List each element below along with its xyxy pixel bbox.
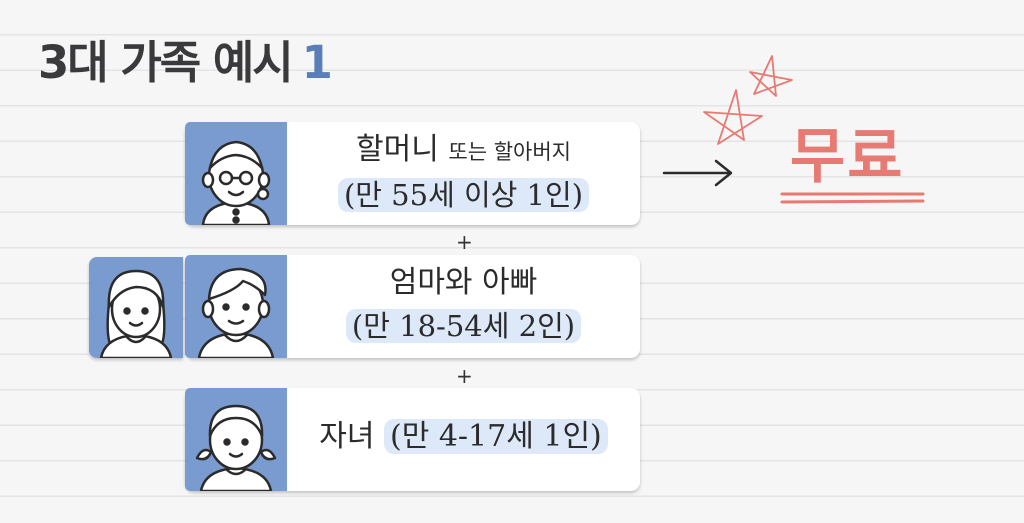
father-icon <box>197 267 275 358</box>
grandparent-alt-label: 또는 할아버지 <box>448 140 571 164</box>
plus-sign-2: + <box>456 364 473 388</box>
grandparent-label: 할머니 <box>356 132 439 167</box>
parents-label: 엄마와 아빠 <box>389 265 538 300</box>
star-doodle-icon <box>703 55 793 145</box>
card-parents-text: 엄마와 아빠 (만 18-54세 2인) <box>287 265 640 345</box>
card-grandparent-text: 할머니 또는 할아버지 (만 55세 이상 1인) <box>287 132 640 214</box>
card-child-text: 자녀 (만 4-17세 1인) <box>287 419 640 455</box>
arrow-right-icon <box>662 159 733 187</box>
mother-avatar <box>89 257 183 358</box>
plus-sign-1: + <box>456 230 473 254</box>
parents-age: (만 18-54세 2인) <box>345 309 582 343</box>
card-grandparent: 할머니 또는 할아버지 (만 55세 이상 1인) <box>185 122 640 225</box>
grandparent-age: (만 55세 이상 1인) <box>337 178 590 212</box>
title-number: 1 <box>301 36 333 89</box>
free-label: 무료 <box>790 122 905 192</box>
child-label: 자녀 <box>319 419 375 454</box>
child-icon <box>195 404 277 491</box>
child-age: (만 4-17세 1인) <box>383 419 608 454</box>
child-avatar <box>185 388 287 491</box>
mother-icon <box>99 269 173 358</box>
free-underline <box>780 192 925 204</box>
grandmother-icon <box>201 140 271 225</box>
father-avatar <box>185 255 287 358</box>
grandmother-avatar <box>185 122 287 225</box>
card-child: 자녀 (만 4-17세 1인) <box>185 388 640 491</box>
card-parents: 엄마와 아빠 (만 18-54세 2인) <box>185 255 640 358</box>
title-text: 3대 가족 예시 <box>38 36 294 89</box>
